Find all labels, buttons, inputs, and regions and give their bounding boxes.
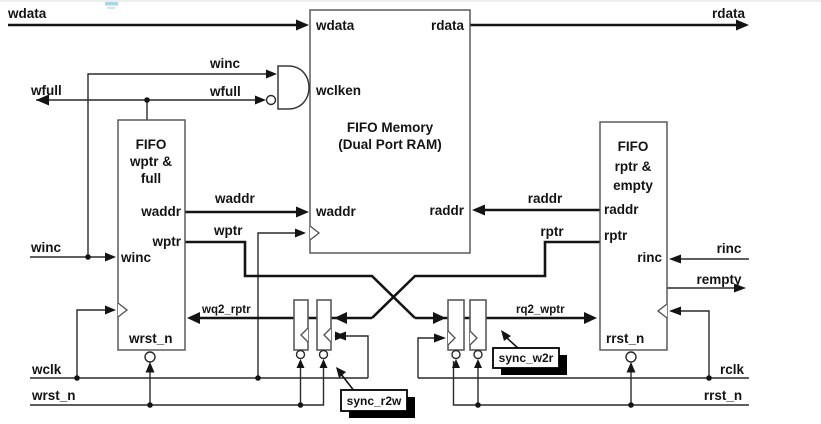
reset-bubble-icon	[473, 349, 483, 360]
write-pointer-block	[117, 119, 186, 351]
clock-input-icon	[447, 330, 456, 346]
read-pointer-block	[599, 121, 668, 351]
wrst-n-label: wrst_n	[31, 388, 76, 403]
arrowheads	[36, 19, 749, 373]
rptr-rptr-port: rptr	[604, 228, 628, 243]
rptr-title-1: FIFO	[618, 139, 649, 154]
rrst-n-label: rrst_n	[704, 388, 742, 403]
rptr-title-3: empty	[613, 178, 653, 193]
rclk-label: rclk	[720, 362, 745, 377]
raddr-wire-label: raddr	[528, 191, 563, 206]
rinc-wire-label: rinc	[717, 241, 742, 256]
rq2-wptr-label: rq2_wptr	[516, 304, 565, 316]
rptr-wire-label: rptr	[540, 224, 564, 239]
wptr-wrst-port: wrst_n	[128, 331, 173, 346]
winc-input-label: winc	[30, 240, 61, 255]
clock-input-icon	[300, 327, 309, 343]
wptr-wire-label: wptr	[213, 223, 243, 238]
sync-r2w-label: sync_r2w	[347, 394, 402, 408]
rempty-label: rempty	[696, 272, 742, 287]
rdata-label: rdata	[712, 6, 746, 21]
sync-w2r-label: sync_w2r	[499, 351, 554, 365]
invert-bubble-icon	[265, 94, 277, 106]
reset-bubble-icon	[451, 349, 461, 360]
wptr-winc-port: winc	[120, 250, 151, 265]
reset-bubble-icon	[144, 351, 156, 363]
fifo-memory-text: wdata rdata wclken FIFO Memory (Dual Por…	[315, 18, 465, 219]
sync-w2r-flipflops	[447, 299, 487, 351]
wptr-title-2: wptr &	[129, 154, 172, 169]
wptr-wptr-port: wptr	[152, 234, 182, 249]
read-pointer-text: FIFO rptr & empty raddr rptr rinc rrst_n	[604, 139, 662, 346]
wdata-label: wdata	[7, 6, 47, 21]
clock-input-icon	[469, 330, 478, 346]
wq2-rptr-label: wq2_rptr	[201, 304, 251, 316]
memory-wclken-port: wclken	[315, 83, 361, 98]
memory-rdata-port: rdata	[431, 18, 465, 33]
and-gate-wclken	[265, 65, 310, 110]
rptr-title-2: rptr &	[615, 159, 652, 174]
rclk-wire	[417, 310, 749, 379]
sync-r2w-callout: sync_r2w	[336, 367, 415, 418]
wptr-title-3: full	[141, 171, 161, 186]
rptr-rinc-port: rinc	[637, 250, 662, 265]
wclk-wire	[30, 232, 369, 379]
clock-input-icon	[656, 303, 668, 319]
memory-raddr-port: raddr	[429, 203, 464, 218]
wfull-wire	[36, 99, 255, 120]
fifo-memory-block	[309, 9, 471, 254]
winc-input-wire	[30, 73, 266, 258]
clock-input-icon	[117, 302, 129, 318]
wfull-gate-label: wfull	[209, 84, 241, 99]
reset-bubble-icon	[625, 351, 637, 363]
memory-wdata-port: wdata	[315, 18, 355, 33]
wptr-title-1: FIFO	[136, 137, 167, 152]
sync-w2r-callout: sync_w2r	[492, 330, 567, 375]
rptr-rrst-port: rrst_n	[606, 331, 644, 346]
rptr-raddr-port: raddr	[604, 202, 639, 217]
junction-dots	[74, 97, 712, 408]
winc-gate-label: winc	[209, 56, 240, 71]
wfull-output-label: wfull	[30, 83, 62, 98]
reset-bubble-icon	[295, 349, 306, 360]
wclk-label: wclk	[31, 362, 62, 377]
memory-subtitle: (Dual Port RAM)	[338, 137, 442, 152]
memory-title: FIFO Memory	[347, 120, 434, 135]
reset-bubble-icon	[318, 349, 329, 360]
write-pointer-text: FIFO wptr & full waddr wptr winc wrst_n	[120, 137, 182, 346]
clock-input-icon	[309, 225, 321, 241]
clock-input-icon	[323, 327, 332, 343]
render-artifact	[105, 2, 118, 9]
sync-r2w-flipflops	[293, 299, 332, 351]
waddr-wire-label: waddr	[214, 191, 256, 206]
wptr-waddr-port: waddr	[140, 204, 182, 219]
memory-waddr-port: waddr	[315, 204, 357, 219]
